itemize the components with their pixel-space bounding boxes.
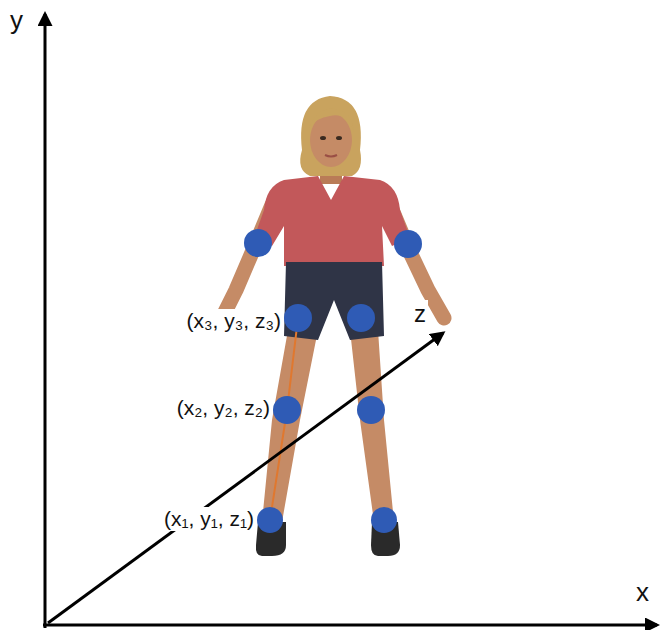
face (310, 113, 352, 167)
joint-markers (244, 229, 422, 533)
axis-label: z (412, 300, 428, 328)
right-leg (350, 330, 394, 522)
coordinate-label: (x₂, y₂, z₂) (175, 396, 272, 420)
joint-marker (371, 507, 397, 533)
joint-marker (347, 304, 375, 332)
axis-label: x (634, 578, 651, 608)
axis-label: y (8, 6, 25, 36)
coordinate-label: (x₁, y₁, z₁) (162, 507, 256, 531)
shorts (284, 262, 384, 340)
z-axis (48, 333, 443, 623)
joint-marker (244, 229, 272, 257)
joint-marker (257, 507, 283, 533)
joint-marker (284, 304, 312, 332)
coordinate-label: (x₃, y₃, z₃) (185, 309, 283, 333)
left-leg (262, 330, 318, 522)
joint-marker (273, 396, 301, 424)
fringe (309, 109, 354, 132)
hair (300, 96, 361, 176)
joint-marker (394, 230, 422, 258)
eye (320, 136, 326, 140)
mouth (325, 155, 337, 157)
eye (336, 136, 342, 140)
x-axis (43, 624, 657, 627)
joint-marker (357, 396, 385, 424)
shirt (254, 176, 410, 266)
y-axis (44, 14, 47, 628)
